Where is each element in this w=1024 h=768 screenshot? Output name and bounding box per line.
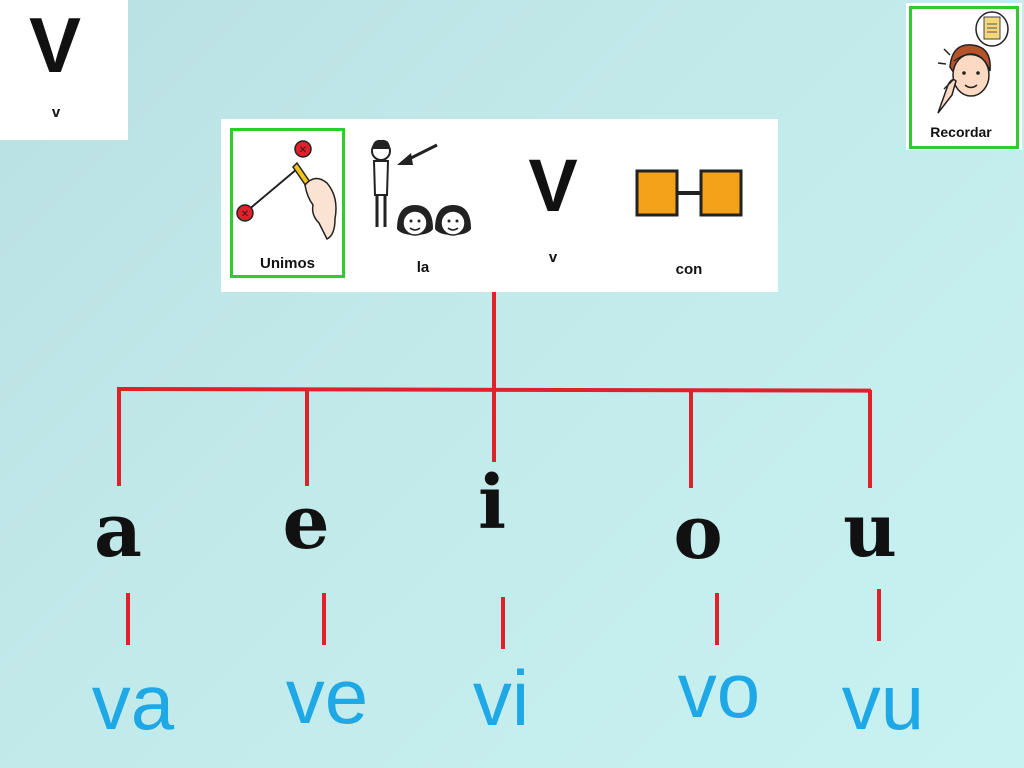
tick-line-vi — [501, 597, 505, 649]
connect-dots-icon: ✕ ✕ — [236, 140, 337, 241]
syllable-vu: vu — [841, 658, 925, 746]
vowel-u: u — [843, 488, 897, 574]
syllable-vo: vo — [677, 646, 761, 734]
tick-line-vo — [715, 593, 719, 645]
syllable-vi: vi — [472, 654, 530, 742]
svg-text:✕: ✕ — [299, 145, 307, 156]
tick-line-vu — [877, 589, 881, 641]
syllable-va: va — [91, 658, 175, 746]
syllable-ve: ve — [285, 652, 369, 740]
linked-squares-icon — [635, 169, 743, 217]
pointing-people-icon — [371, 139, 471, 236]
pictogram-label-v: v — [548, 249, 558, 266]
sentence-panel: ✕ ✕ Unimos la V v con — [221, 119, 778, 292]
svg-text:✕: ✕ — [241, 209, 249, 220]
branch-line-o — [689, 390, 693, 488]
tree-trunk-line — [492, 292, 496, 390]
thinking-person-icon — [937, 11, 1009, 114]
vowel-o: o — [673, 490, 723, 576]
letter-card: V v — [0, 0, 128, 140]
pictogram-label-la: la — [416, 259, 430, 276]
branch-line-a — [117, 388, 121, 486]
recordar-label: Recordar — [930, 124, 992, 140]
letter-lowercase: v — [51, 104, 61, 121]
branch-line-u — [868, 390, 872, 488]
letter-v-icon: V — [528, 144, 578, 227]
recordar-card[interactable]: Recordar — [906, 3, 1022, 150]
branch-line-e — [305, 388, 309, 486]
vowel-e: e — [282, 480, 330, 566]
pictogram-label-con: con — [675, 261, 703, 278]
letter-uppercase: V — [28, 1, 82, 89]
pictogram-label-unimos: Unimos — [259, 255, 315, 272]
pictogram-frame-unimos — [230, 128, 345, 278]
recordar-frame — [909, 6, 1019, 149]
tick-line-ve — [322, 593, 326, 645]
tick-line-va — [126, 593, 130, 645]
vowel-i: i — [477, 460, 507, 546]
vowel-a: a — [94, 488, 142, 574]
branch-line-i — [492, 388, 496, 462]
